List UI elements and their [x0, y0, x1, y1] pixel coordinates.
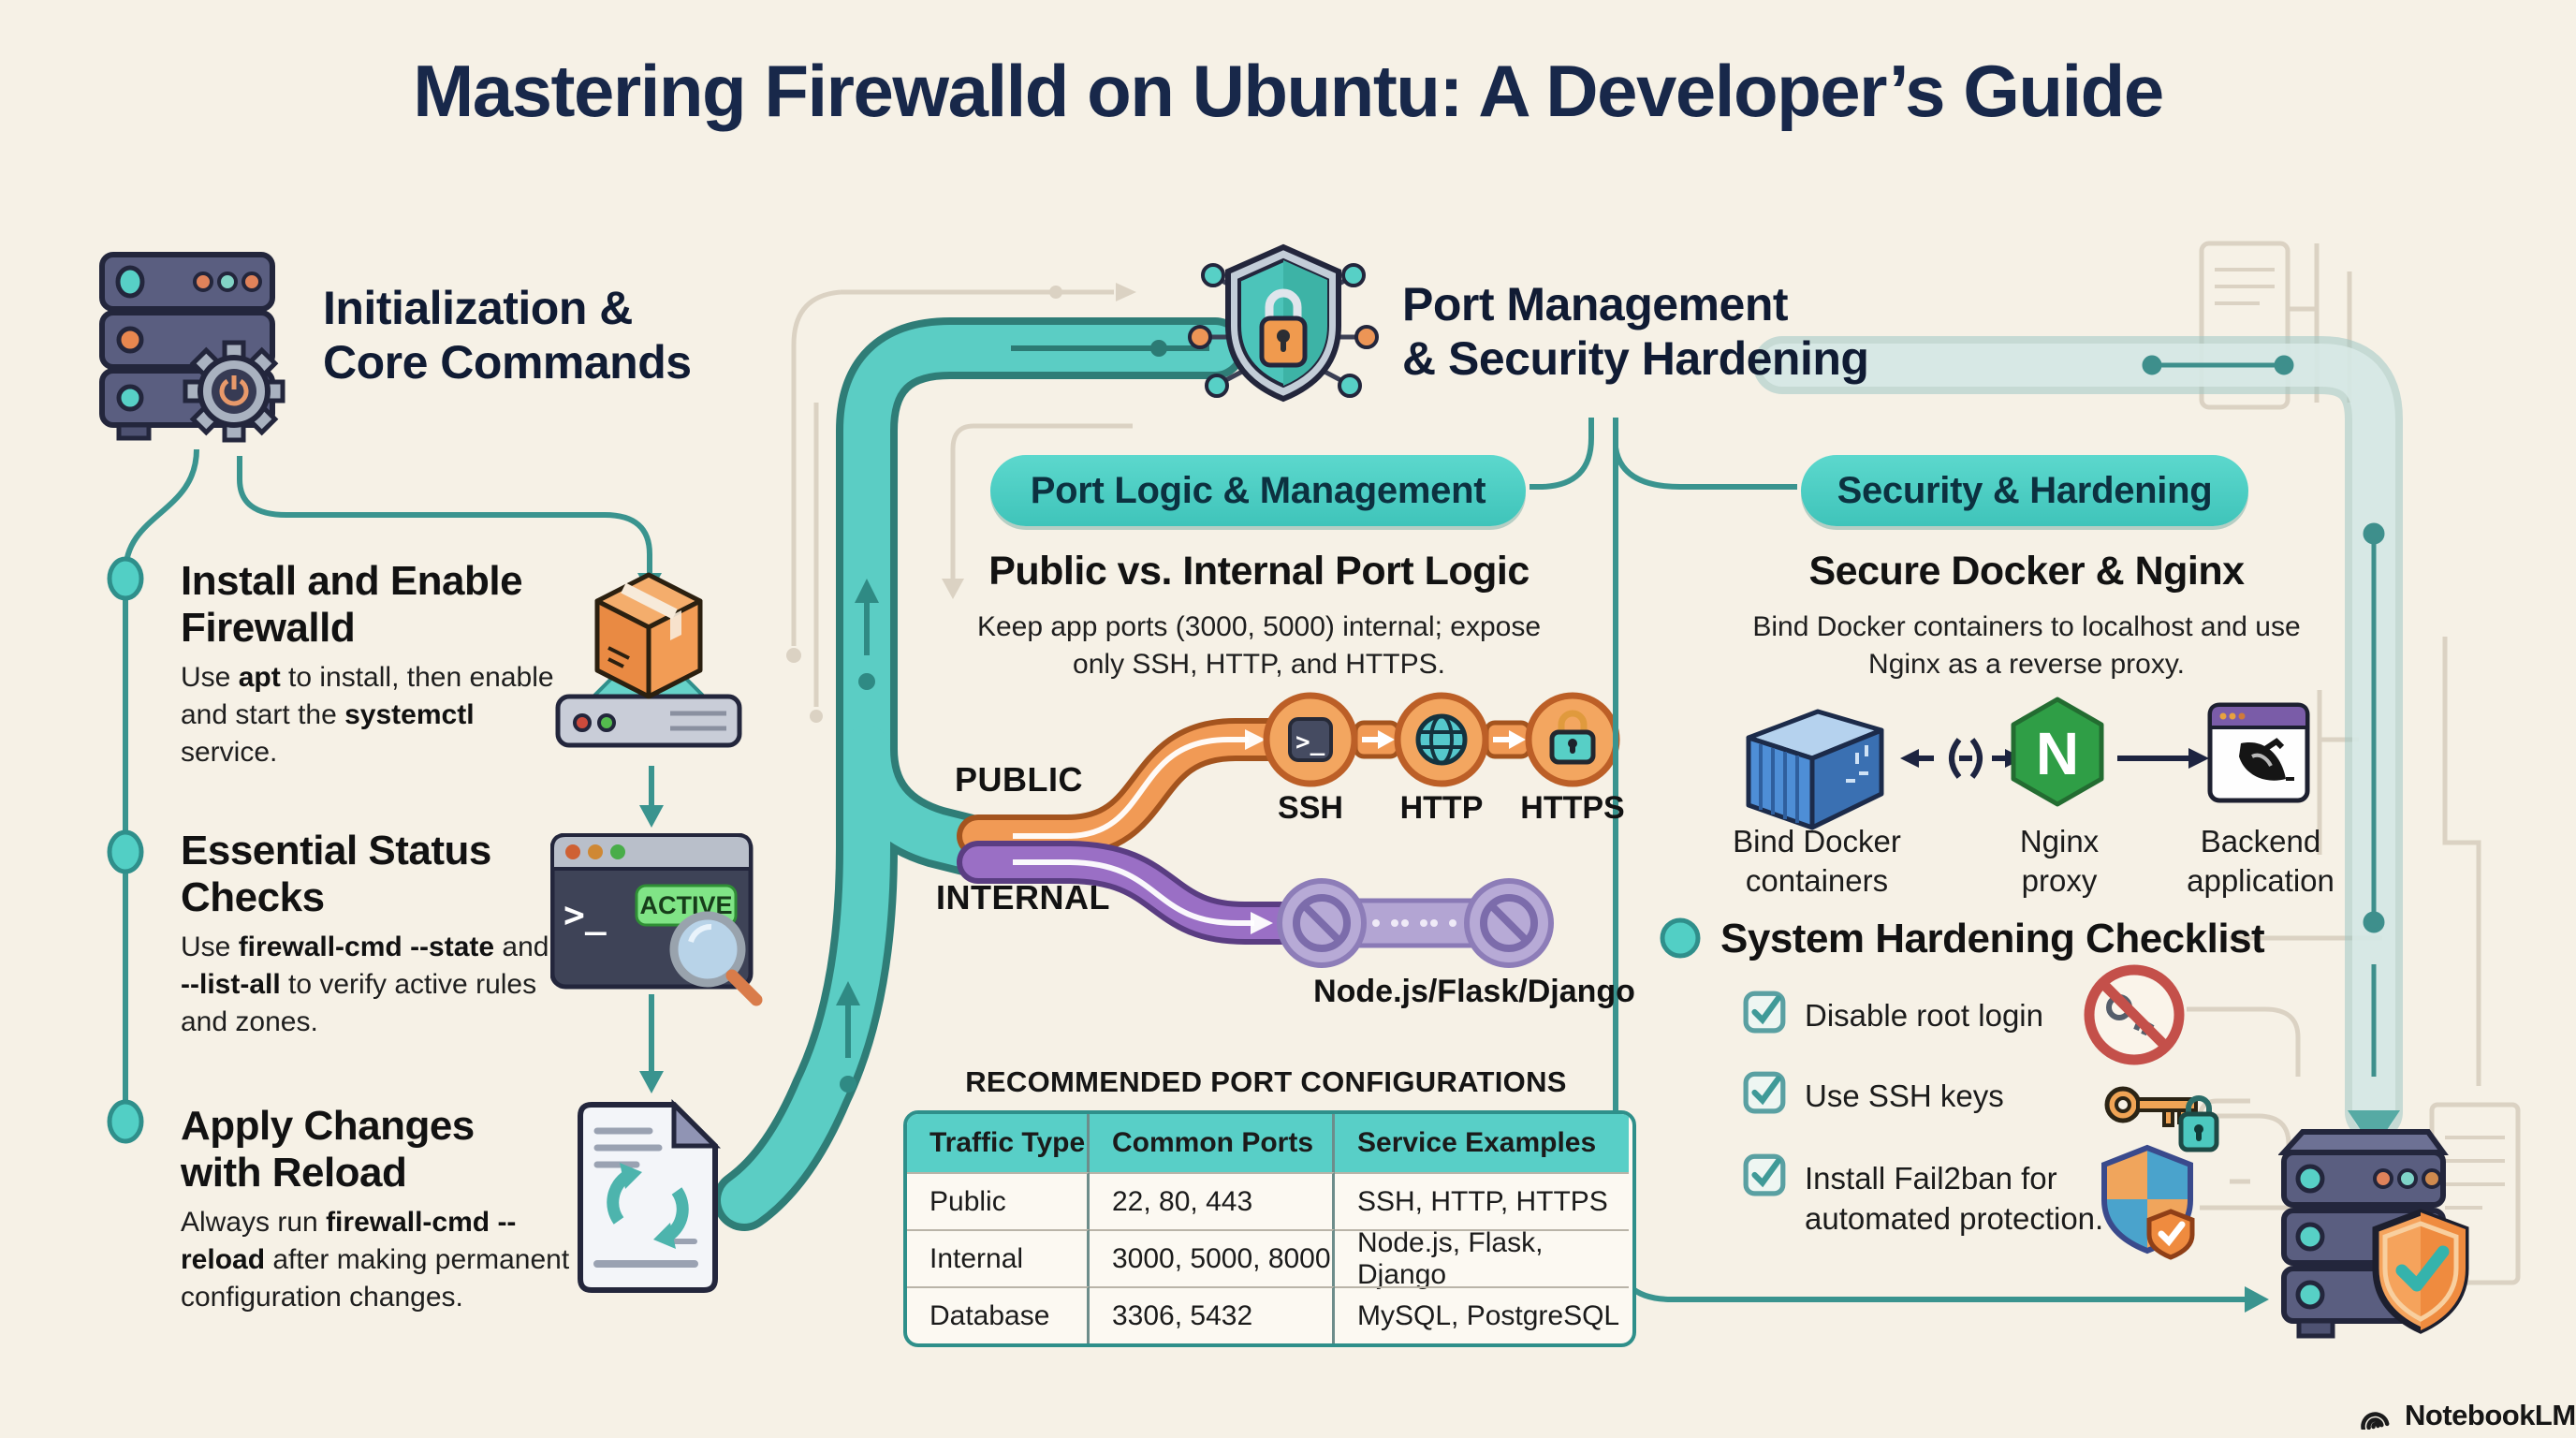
nginx-icon: N — [2009, 697, 2106, 807]
checklist-item-fail2ban: Install Fail2ban for automated protectio… — [1805, 1161, 2104, 1236]
nginx-flow-caption: Nginx proxy — [2019, 824, 2100, 898]
left-section-header: Initialization & Core Commands — [323, 282, 692, 389]
blocked-port-icons — [1277, 878, 1554, 968]
service-label-http: HTTP — [1399, 790, 1484, 826]
notebooklm-logo-icon — [2361, 1412, 2390, 1430]
check-shield-icon — [2372, 1209, 2469, 1334]
table-header-cell: Traffic Type — [907, 1114, 1090, 1172]
service-label-https: HTTPS — [1520, 790, 1625, 826]
timeline-milestone-dots — [107, 556, 144, 1144]
center-section-header: Port Management & Security Hardening — [1402, 278, 1869, 385]
table-cell: 3306, 5432 — [1090, 1286, 1335, 1343]
step-title-apply-reload: Apply Changes with Reload — [181, 1103, 475, 1196]
gear-power-icon — [183, 340, 285, 443]
hardened-server-icon — [2278, 1128, 2480, 1348]
public-vs-internal-heading: Public vs. Internal Port Logic — [988, 549, 1530, 594]
step-body-status-checks: Use firewall-cmd --state and --list-all … — [181, 932, 549, 1037]
secure-docker-nginx-heading: Secure Docker & Nginx — [1808, 549, 2245, 594]
pill-port-logic-management: Port Logic & Management — [990, 455, 1526, 526]
docker-nginx-description: Bind Docker containers to localhost and … — [1752, 611, 2301, 680]
internal-stack-label: Node.js/Flask/Django — [1313, 974, 1635, 1009]
flask-logo-glyph — [2239, 741, 2286, 781]
server-gear-icon — [98, 251, 295, 443]
step-title-install-enable: Install and Enable Firewalld — [181, 558, 523, 652]
reload-document-icon — [577, 1099, 726, 1296]
ssh-key-icon — [2100, 1073, 2222, 1159]
backend-app-icon — [2207, 702, 2310, 803]
step-body-apply-reload: Always run firewall-cmd --reload after m… — [181, 1207, 570, 1313]
ssh-terminal-glyph: >_ — [1295, 728, 1325, 756]
step-title-status-checks: Essential Status Checks — [181, 828, 491, 921]
checklist-item-disable-root: Disable root login — [1805, 998, 2043, 1033]
port-logic-description: Keep app ports (3000, 5000) internal; ex… — [976, 611, 1542, 680]
table-cell: 3000, 5000, 8000 — [1090, 1229, 1335, 1286]
checkbox-icon — [1743, 1152, 1788, 1196]
step-body-install-enable: Use apt to install, then enable and star… — [181, 662, 554, 768]
pill-security-hardening: Security & Hardening — [1801, 455, 2248, 526]
table-header-cell: Service Examples — [1335, 1114, 1629, 1172]
checkbox-icon — [1743, 1069, 1788, 1114]
table-cell: Node.js, Flask, Django — [1335, 1227, 1629, 1290]
fail2ban-shield-icon — [2095, 1142, 2200, 1260]
port-config-table: Traffic Type Common Ports Service Exampl… — [903, 1110, 1636, 1347]
notebooklm-brand: NotebookLM — [2359, 1399, 2576, 1432]
package-install-icon — [550, 558, 747, 759]
terminal-active-icon: >_ ACTIVE — [550, 833, 766, 1011]
table-header-cell: Common Ports — [1090, 1114, 1335, 1172]
backend-flow-caption: Backend application — [2187, 824, 2334, 898]
checklist-title: System Hardening Checklist — [1720, 916, 2265, 961]
docker-container-icon — [1735, 700, 1895, 836]
magnifier-icon — [669, 911, 746, 988]
internal-flow-label: INTERNAL — [936, 878, 1110, 917]
table-cell: 22, 80, 443 — [1090, 1172, 1335, 1229]
checklist-item-ssh-keys: Use SSH keys — [1805, 1078, 2004, 1113]
shield-lock-network-icon — [1185, 240, 1382, 408]
terminal-prompt-glyph: >_ — [564, 894, 607, 935]
refresh-arrows-icon — [607, 1170, 689, 1241]
no-root-login-icon — [2082, 962, 2187, 1067]
docker-flow-caption: Bind Docker containers — [1733, 824, 1901, 898]
table-cell: Database — [907, 1286, 1090, 1343]
table-cell: Public — [907, 1172, 1090, 1229]
table-title: RECOMMENDED PORT CONFIGURATIONS — [965, 1065, 1567, 1098]
table-cell: Internal — [907, 1229, 1090, 1286]
page-title: Mastering Firewalld on Ubuntu: A Develop… — [413, 50, 2164, 132]
table-cell: SSH, HTTP, HTTPS — [1335, 1172, 1629, 1229]
service-label-ssh: SSH — [1278, 790, 1343, 826]
nginx-letter-glyph: N — [2036, 720, 2079, 787]
public-flow-label: PUBLIC — [955, 760, 1083, 799]
table-cell: MySQL, PostgreSQL — [1335, 1286, 1629, 1343]
checkbox-icon — [1743, 989, 1788, 1034]
